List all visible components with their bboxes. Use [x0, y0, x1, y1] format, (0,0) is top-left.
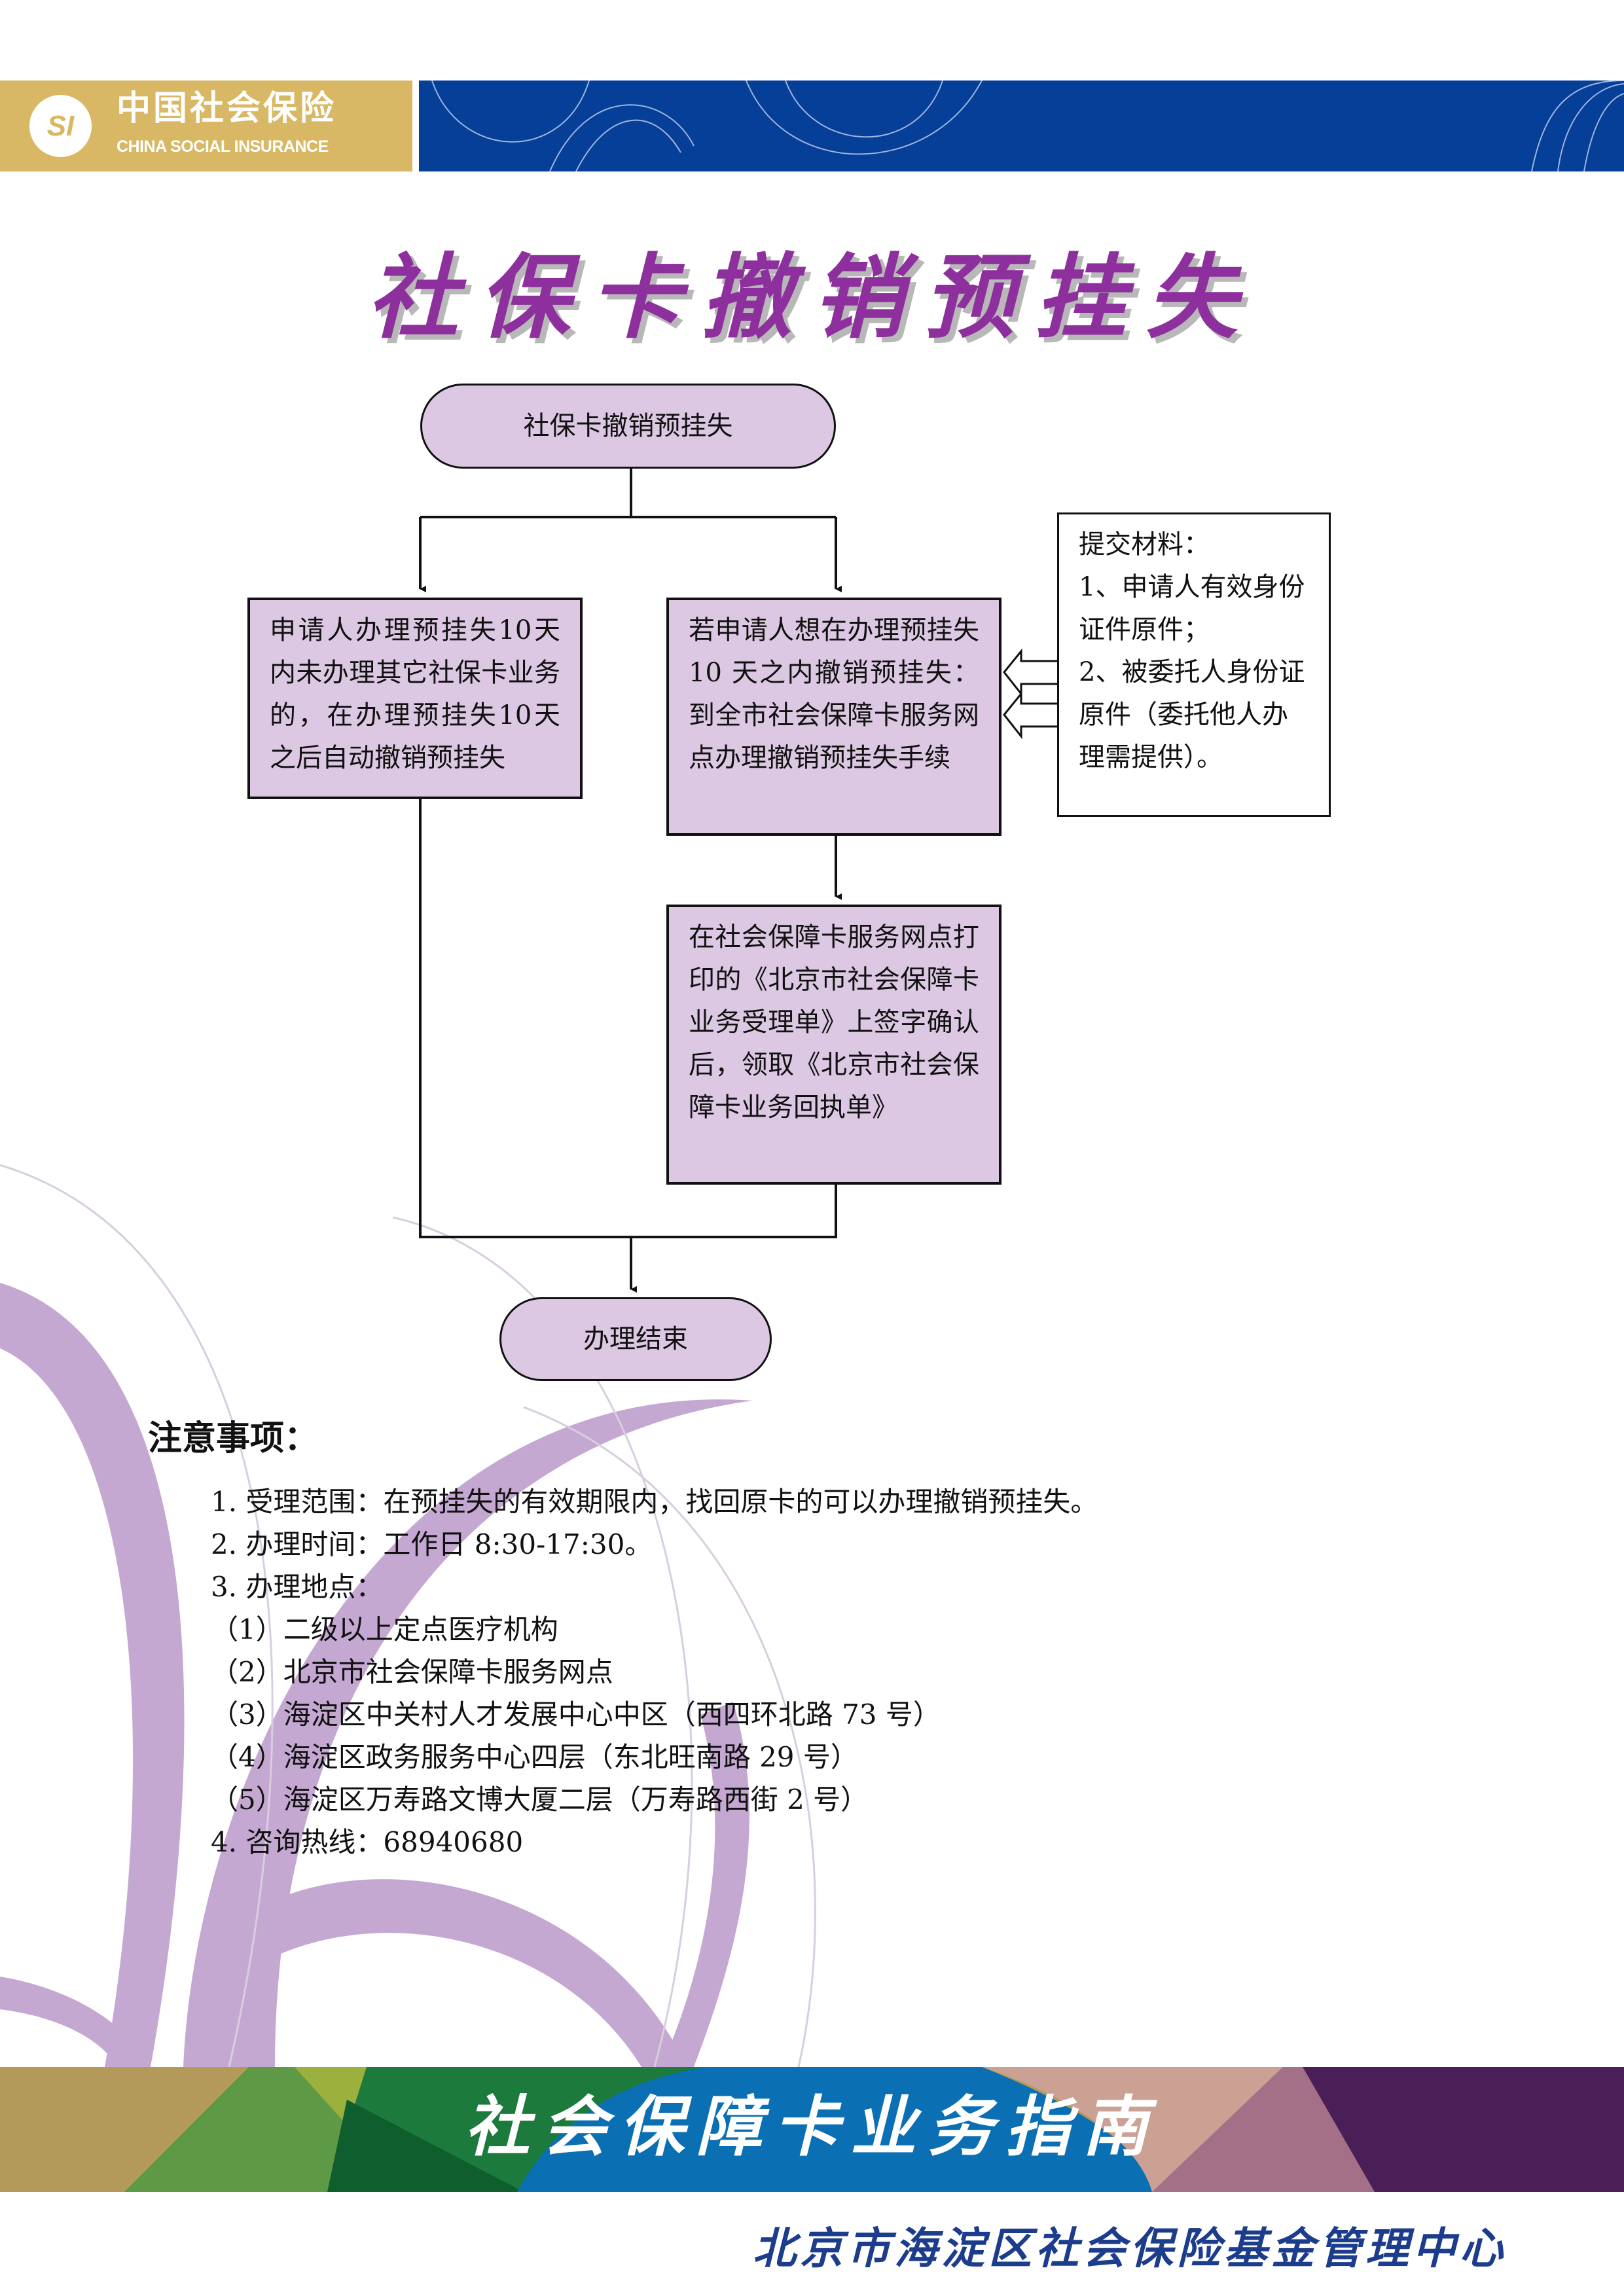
flow-sign-receipt-box: 在社会保障卡服务网点打印的《北京市社会保障卡业务受理单》上签字确认后，领取《北京… [666, 905, 1001, 1185]
flow-end: 办理结束 [499, 1297, 772, 1381]
flow-start: 社保卡撤销预挂失 [420, 384, 836, 469]
footer-color-pattern [0, 2067, 1624, 2192]
footer-band [0, 2067, 1624, 2192]
note-item: （1）二级以上定点医疗机构 [211, 1613, 558, 1645]
notes-heading: 注意事项： [148, 1419, 319, 1458]
note-item: （4）海淀区政务服务中心四层（东北旺南路 29 号） [211, 1741, 858, 1773]
note-item: （3）海淀区中关村人才发展中心中区（西四环北路 73 号） [211, 1698, 941, 1731]
note-item: 1. 受理范围：在预挂失的有效期限内，找回原卡的可以办理撤销预挂失。 [211, 1486, 1098, 1518]
materials-title: 提交材料： [1079, 529, 1210, 560]
si-logo-icon: SI [29, 95, 92, 157]
page-title: 社保卡撤销预挂失 [367, 244, 1257, 351]
note-item: 2. 办理时间：工作日 8:30-17:30。 [211, 1528, 653, 1560]
header-pattern [431, 81, 1624, 171]
footer-title: 社会保障卡业务指南 [464, 2089, 1160, 2165]
logo-english: CHINA SOCIAL INSURANCE [117, 137, 329, 156]
materials-box: 提交材料： 1、申请人有效身份证件原件； 2、被委托人身份证原件（委托他人办理需… [1057, 512, 1331, 817]
note-item: （2）北京市社会保障卡服务网点 [211, 1656, 613, 1688]
logo-chinese: 中国社会保险 [117, 89, 337, 128]
notes-list: 1. 受理范围：在预挂失的有效期限内，找回原卡的可以办理撤销预挂失。 2. 办理… [211, 1480, 1098, 1863]
flow-auto-cancel-box: 申请人办理预挂失10天内未办理其它社保卡业务的，在办理预挂失10天之后自动撤销预… [247, 598, 583, 799]
note-item: 3. 办理地点： [211, 1571, 384, 1603]
footer-organization: 北京市海淀区社会保险基金管理中心 [753, 2223, 1507, 2274]
note-item: （5）海淀区万寿路文博大厦二层（万寿路西街 2 号） [211, 1784, 869, 1816]
flow-manual-cancel-box: 若申请人想在办理预挂失 10 天之内撤销预挂失：到全市社会保障卡服务网点办理撤销… [666, 598, 1001, 836]
header-blue-band [419, 81, 1624, 171]
material-item: 1、申请人有效身份证件原件； [1079, 572, 1305, 645]
flow-connectors [419, 469, 1057, 1293]
material-item: 2、被委托人身份证原件（委托他人办理需提供）。 [1079, 657, 1305, 772]
note-item: 4. 咨询热线：68940680 [211, 1826, 524, 1858]
logo-mark: SI [46, 109, 75, 142]
